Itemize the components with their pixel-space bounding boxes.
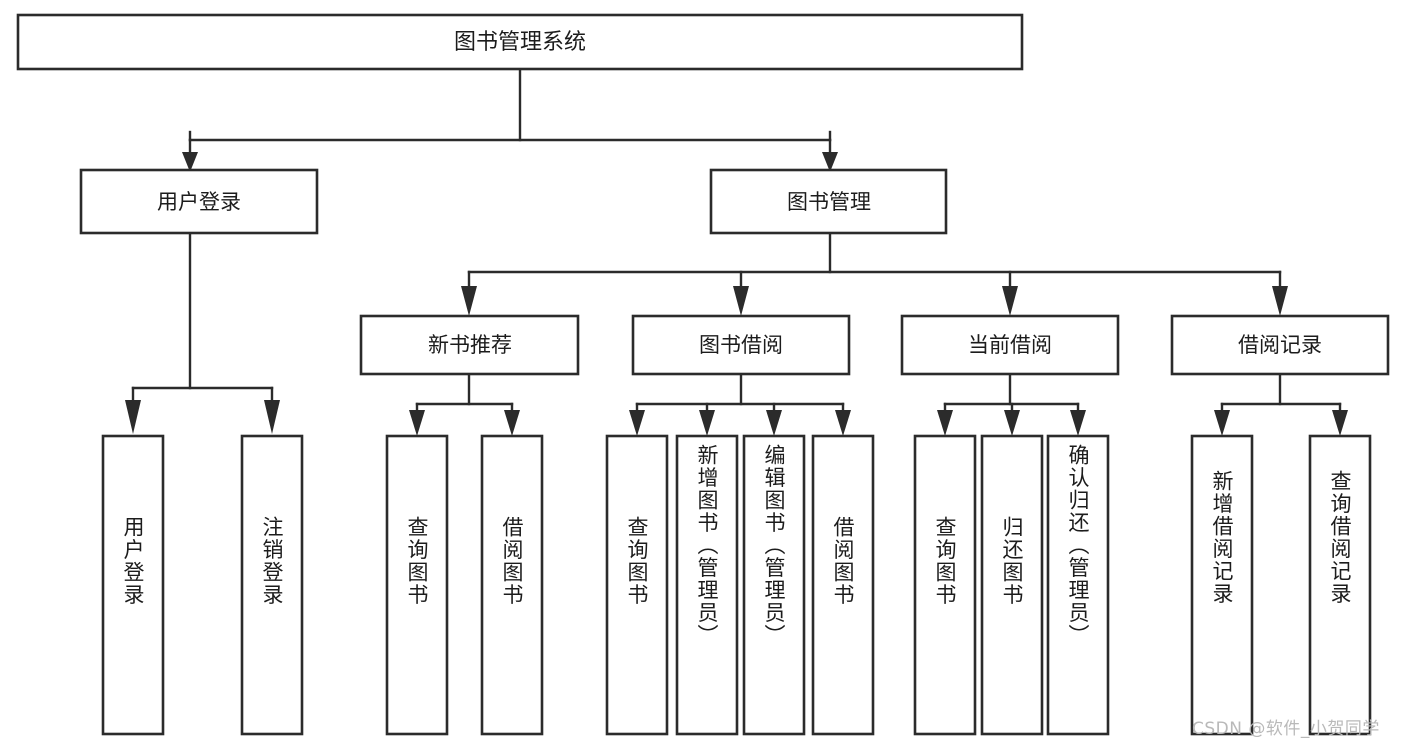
leaf-box-3[interactable] xyxy=(385,434,449,736)
arrow-to-leaf-13 xyxy=(1332,410,1348,436)
arrow-to-user-login xyxy=(182,152,198,172)
node-new-book-recommend-label: 新书推荐 xyxy=(428,333,512,357)
arrow-to-leaf-7 xyxy=(766,410,782,436)
arrow-to-borrow xyxy=(733,286,749,316)
edges-layer xyxy=(125,67,1348,436)
leaf-box-12[interactable] xyxy=(1190,434,1254,736)
arrow-to-leaf-9 xyxy=(937,410,953,436)
node-new-book-recommend[interactable]: 新书推荐 xyxy=(359,314,580,376)
node-root[interactable]: 图书管理系统 xyxy=(16,13,1024,71)
arrow-to-leaf-1 xyxy=(125,400,141,434)
arrow-to-leaf-5 xyxy=(629,410,645,436)
arrow-to-newbook xyxy=(461,286,477,316)
node-current-borrow-label: 当前借阅 xyxy=(968,333,1052,357)
arrow-to-leaf-8 xyxy=(835,410,851,436)
arrow-to-leaf-4 xyxy=(504,410,520,436)
arrow-to-current xyxy=(1002,286,1018,316)
node-root-label: 图书管理系统 xyxy=(454,30,586,55)
leaf-box-13[interactable] xyxy=(1308,434,1372,736)
arrow-to-record xyxy=(1272,286,1288,316)
arrow-to-book-mgmt xyxy=(822,152,838,172)
leaf-box-2[interactable] xyxy=(240,434,304,736)
leaf-box-5[interactable] xyxy=(605,434,669,736)
node-book-borrow-label: 图书借阅 xyxy=(699,333,783,357)
leaf-box-9[interactable] xyxy=(913,434,977,736)
node-book-management[interactable]: 图书管理 xyxy=(709,168,948,235)
node-current-borrow[interactable]: 当前借阅 xyxy=(900,314,1120,376)
nodes-layer: 图书管理系统 用户登录 图书管理 新书推荐 图书借阅 当前 xyxy=(16,13,1390,736)
arrow-to-leaf-11 xyxy=(1070,410,1086,436)
node-borrow-record[interactable]: 借阅记录 xyxy=(1170,314,1390,376)
leaf-box-6[interactable] xyxy=(675,434,739,736)
node-user-login-label: 用户登录 xyxy=(157,190,241,214)
arrow-to-leaf-10 xyxy=(1004,410,1020,436)
csdn-watermark: CSDN @软件_小贺同学 xyxy=(1192,719,1380,739)
arrow-to-leaf-6 xyxy=(699,410,715,436)
node-book-management-label: 图书管理 xyxy=(787,190,871,214)
leaf-box-7[interactable] xyxy=(742,434,806,736)
arrow-to-leaf-3 xyxy=(409,410,425,436)
leaf-box-8[interactable] xyxy=(811,434,875,736)
node-user-login[interactable]: 用户登录 xyxy=(79,168,319,235)
leaf-box-1[interactable] xyxy=(101,434,165,736)
node-book-borrow[interactable]: 图书借阅 xyxy=(631,314,851,376)
arrow-to-leaf-12 xyxy=(1214,410,1230,436)
leaf-box-10[interactable] xyxy=(980,434,1044,736)
arrow-to-leaf-2 xyxy=(264,400,280,434)
node-borrow-record-label: 借阅记录 xyxy=(1238,333,1322,357)
leaf-box-11[interactable] xyxy=(1046,434,1110,736)
leaf-box-4[interactable] xyxy=(480,434,544,736)
